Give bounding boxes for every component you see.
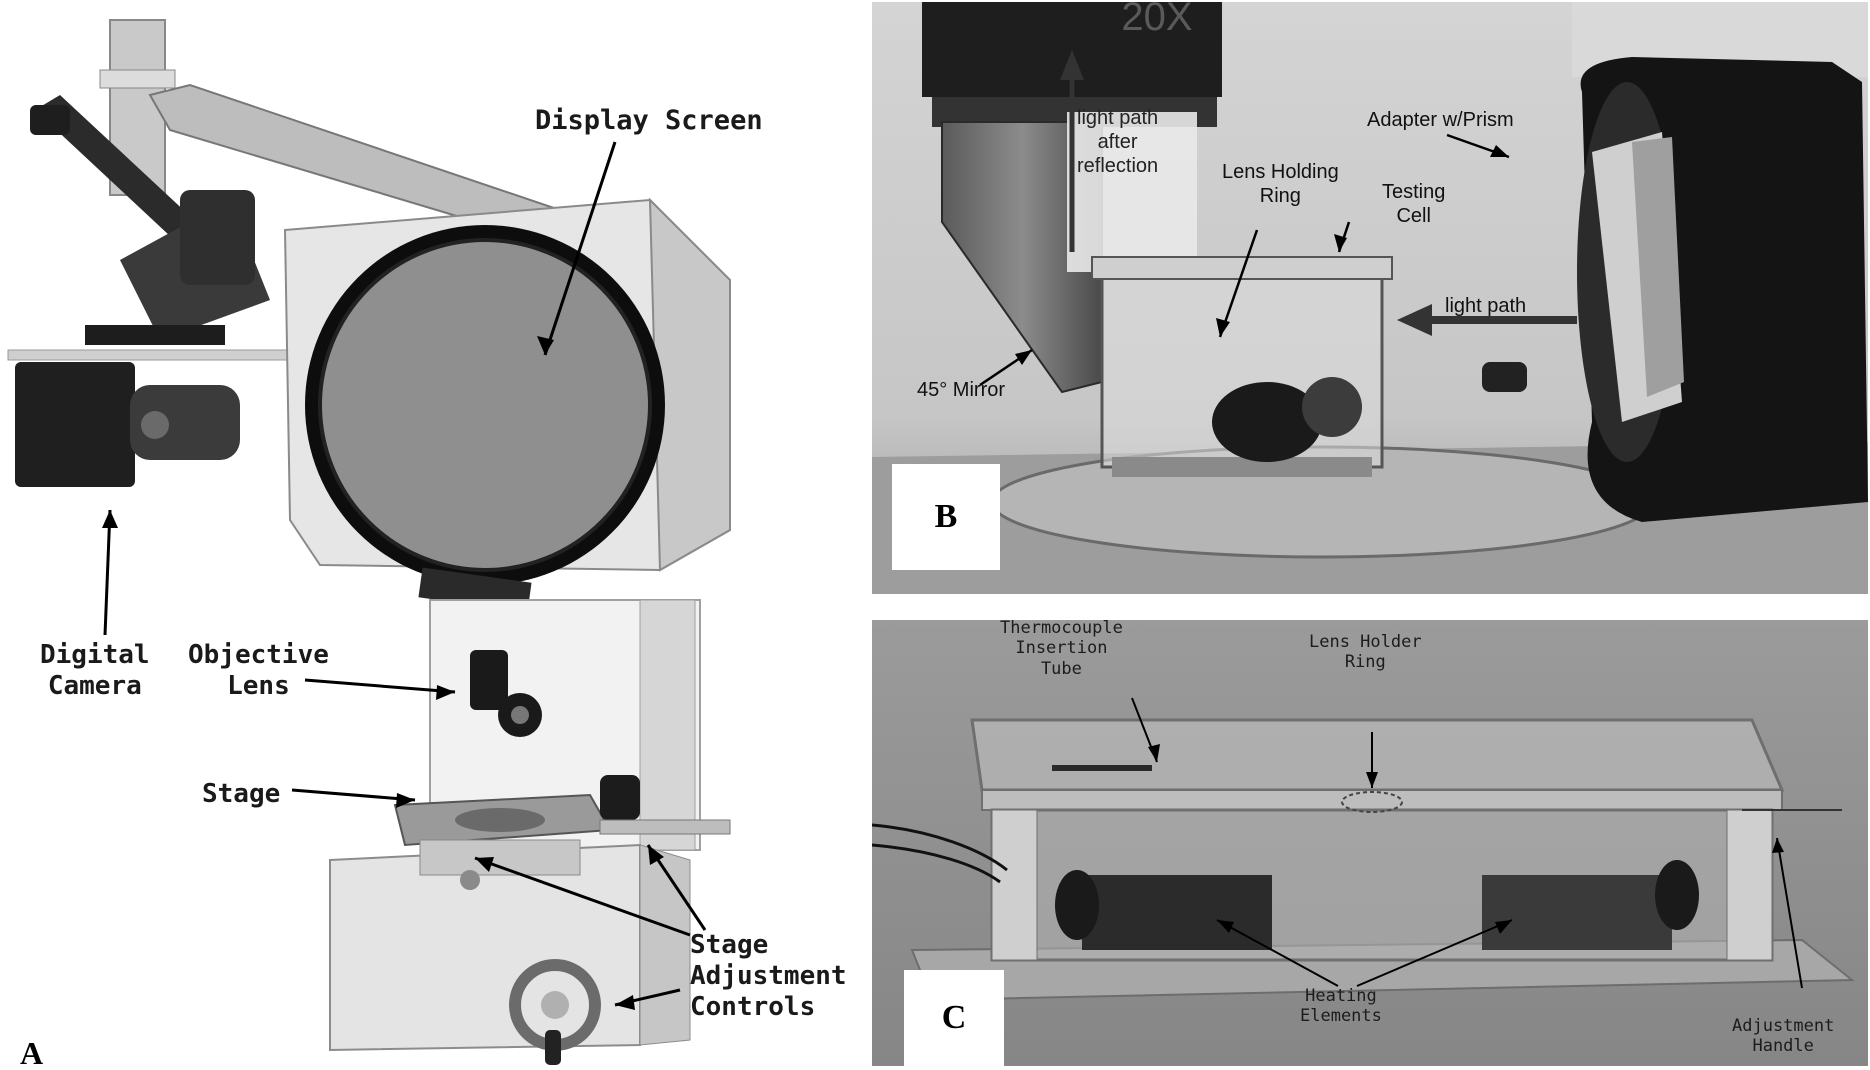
panel-letter-c-box: C bbox=[904, 970, 1004, 1066]
label-lens-holding-ring: Lens Holding Ring bbox=[1222, 161, 1339, 207]
label-digital-camera: Digital Camera bbox=[40, 640, 150, 702]
panel-letter-b-box: B bbox=[892, 464, 1000, 570]
lens-holder-illustration bbox=[872, 620, 1868, 1066]
label-thermocouple-insertion-tube: Thermocouple Insertion Tube bbox=[1000, 620, 1123, 679]
label-45-mirror: 45° Mirror bbox=[917, 379, 1006, 401]
label-adjustment-handle: Adjustment Handle bbox=[1732, 1016, 1835, 1057]
objective-magnification-marking: 20X bbox=[1121, 2, 1192, 39]
label-stage: Stage bbox=[202, 779, 281, 809]
label-lens-holder-ring: Lens Holder Ring bbox=[1309, 632, 1422, 673]
panel-b-testing-cell-photo: 20X light path after reflection Lens Hol… bbox=[872, 2, 1868, 594]
label-objective-lens: Objective Lens bbox=[188, 640, 329, 702]
comparator-illustration bbox=[7, 19, 731, 1065]
panel-letter-b: B bbox=[934, 498, 958, 535]
panel-letter-a: A bbox=[20, 1035, 44, 1070]
label-stage-adjustment-controls: Stage Adjustment Controls bbox=[690, 930, 847, 1023]
panel-letter-c: C bbox=[941, 999, 967, 1036]
panel-a-comparator-photo: Display Screen Digital Camera Objective … bbox=[0, 0, 865, 1070]
panel-c-lens-holder-photo: Thermocouple Insertion Tube Lens Holder … bbox=[872, 620, 1868, 1066]
testing-cell-illustration: 20X bbox=[872, 2, 1868, 594]
label-light-path: light path bbox=[1445, 295, 1527, 317]
label-testing-cell: Testing Cell bbox=[1382, 181, 1446, 227]
label-display-screen: Display Screen bbox=[535, 105, 763, 136]
label-light-path-after-reflection: light path after reflection bbox=[1077, 107, 1159, 177]
label-heating-elements: Heating Elements bbox=[1300, 986, 1382, 1027]
label-adapter-w-prism: Adapter w/Prism bbox=[1367, 109, 1514, 131]
